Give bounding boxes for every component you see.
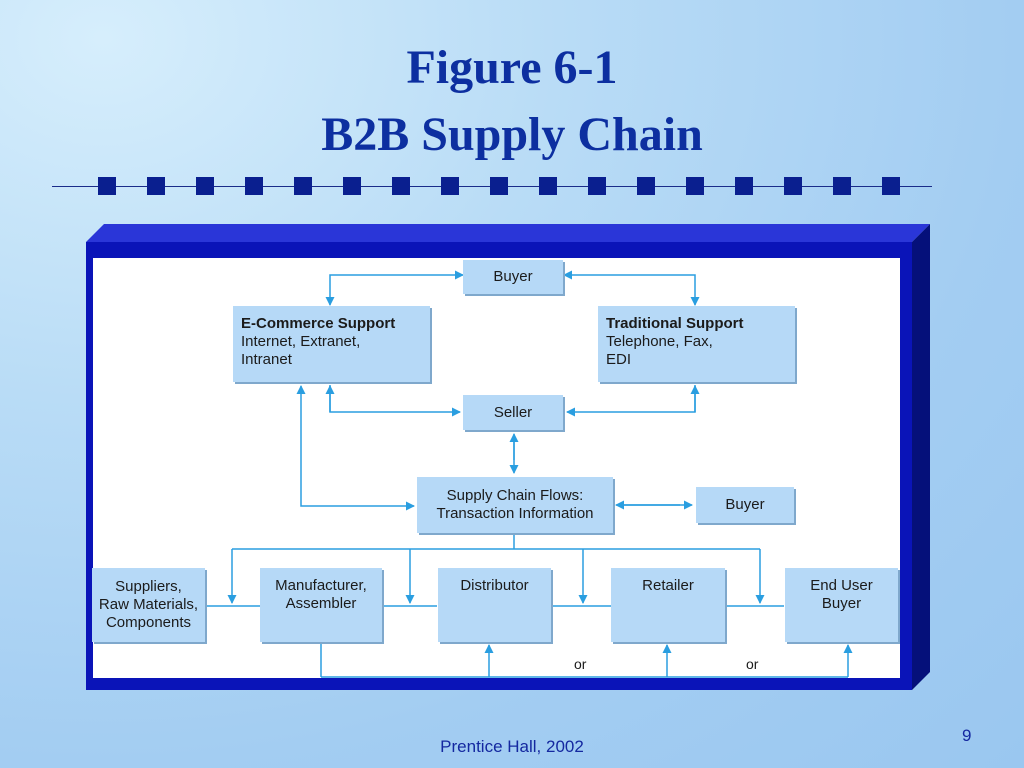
manufacturer-line2: Assembler bbox=[285, 595, 357, 612]
ecommerce-heading: E-Commerce Support bbox=[241, 315, 396, 332]
buyer-top-box: Buyer bbox=[463, 260, 563, 294]
or-label-left: or bbox=[574, 656, 587, 672]
buyer-top-label: Buyer bbox=[493, 268, 533, 285]
suppliers-line1: Suppliers, bbox=[115, 578, 182, 595]
ecommerce-line2: Intranet bbox=[241, 351, 292, 368]
slide-title-line2: B2B Supply Chain bbox=[321, 108, 703, 161]
end-user-buyer-box: End User Buyer bbox=[785, 568, 898, 642]
suppliers-box: Suppliers, Raw Materials, Components bbox=[92, 568, 205, 642]
manufacturer-line1: Manufacturer, bbox=[275, 577, 367, 594]
suppliers-line2: Raw Materials, bbox=[98, 596, 199, 613]
buyer-right-box: Buyer bbox=[696, 487, 794, 523]
manufacturer-box: Manufacturer, Assembler bbox=[260, 568, 382, 642]
page-number: 9 bbox=[962, 726, 972, 745]
slide-title-line1: Figure 6-1 bbox=[406, 41, 618, 94]
end-user-line1: End User bbox=[810, 577, 873, 594]
seller-label: Seller bbox=[493, 403, 533, 421]
traditional-heading: Traditional Support bbox=[606, 315, 744, 332]
suppliers-line3: Components bbox=[105, 614, 192, 631]
flows-line1: Supply Chain Flows: bbox=[446, 487, 584, 504]
ecommerce-line1: Internet, Extranet, bbox=[241, 333, 361, 350]
ecommerce-support-box: E-Commerce Support Internet, Extranet, I… bbox=[233, 306, 430, 382]
supply-chain-flows-box: Supply Chain Flows: Transaction Informat… bbox=[417, 477, 613, 533]
retailer-label: Retailer bbox=[642, 577, 694, 594]
retailer-box: Retailer bbox=[611, 568, 725, 642]
flows-line2: Transaction Information bbox=[436, 505, 594, 522]
buyer-right-label: Buyer bbox=[725, 496, 765, 513]
slide-footer: Prentice Hall, 2002 bbox=[440, 737, 584, 756]
distributor-label: Distributor bbox=[460, 577, 529, 594]
or-label-right: or bbox=[746, 656, 759, 672]
traditional-line1: Telephone, Fax, bbox=[606, 333, 713, 350]
traditional-support-box: Traditional Support Telephone, Fax, EDI bbox=[598, 306, 795, 382]
traditional-line2: EDI bbox=[606, 351, 632, 368]
seller-box: Seller bbox=[463, 395, 563, 430]
distributor-box: Distributor bbox=[438, 568, 551, 642]
end-user-line2: Buyer bbox=[821, 595, 862, 612]
